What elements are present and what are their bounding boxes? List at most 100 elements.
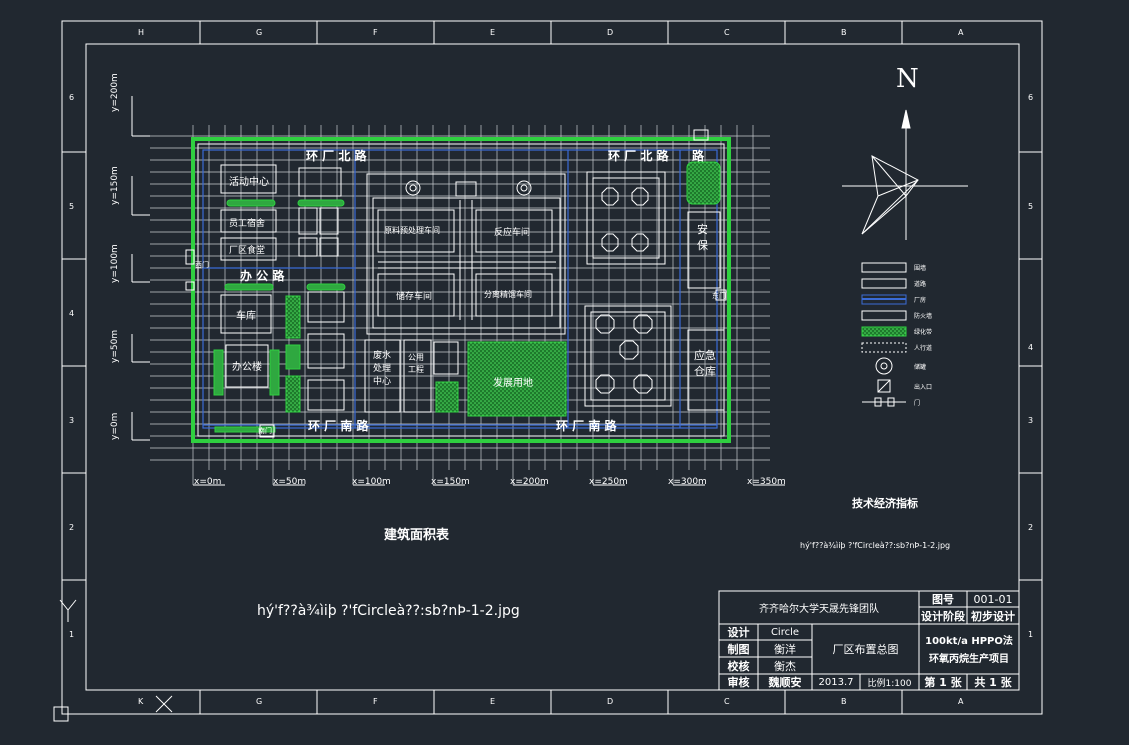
building-reaction[interactable]: 反应车间 — [494, 228, 531, 238]
frame-number-right: 4 — [1028, 343, 1034, 352]
axis-x-label: x=250m — [589, 477, 628, 487]
legend-label: 出入口 — [914, 384, 933, 391]
east-green — [686, 161, 721, 205]
titleblock-team: 齐齐哈尔大学天晟先锋团队 — [759, 604, 879, 615]
legend-label: 储罐 — [914, 364, 927, 371]
tech-index-title: 技术经济指标 — [852, 497, 918, 510]
outer-frame — [61, 20, 1043, 715]
y-axis-markers — [131, 96, 150, 441]
road-lines — [202, 149, 718, 429]
titleblock-scale: 比例1:100 — [867, 678, 912, 689]
corner-marks — [53, 599, 173, 722]
titleblock-date: 2013.7 — [818, 676, 854, 688]
frame-letter-bottom: F — [373, 697, 378, 706]
building-pretreat[interactable]: 原料预处理车间 — [384, 226, 440, 235]
frame-letter-bottom: C — [724, 697, 730, 706]
building-activity-center[interactable]: 活动中心 — [229, 177, 269, 188]
titleblock-phase: 初步设计 — [971, 609, 1015, 623]
road-label-north-right: 环 厂 北 路 — [608, 149, 669, 163]
process-block — [366, 173, 566, 335]
legend-label: 防火墙 — [914, 313, 933, 320]
frame-letter-top: D — [607, 28, 614, 37]
gate-east[interactable]: 东门 — [712, 292, 726, 300]
legend-label: 厂房 — [914, 297, 927, 304]
titleblock-phase-label: 设计阶段 — [921, 609, 965, 623]
building-emergency[interactable]: 应急仓库 — [694, 349, 716, 378]
frame-letter-bottom: A — [958, 697, 964, 706]
building-security[interactable]: 安保 — [697, 223, 708, 252]
frame-number-left: 2 — [69, 523, 75, 532]
frame-number-right: 5 — [1028, 202, 1034, 211]
legend-symbols — [861, 262, 907, 407]
titleblock-drawing-no-label: 图号 — [932, 593, 954, 606]
frame-letter-top: H — [138, 28, 145, 37]
building-separation[interactable]: 分离精馏车间 — [484, 290, 532, 299]
frame-number-left: 4 — [69, 309, 75, 318]
frame-letter-top: F — [373, 28, 378, 37]
east-buildings — [185, 129, 727, 438]
inner-frame — [85, 43, 1020, 691]
titleblock-row-label: 制图 — [727, 642, 750, 656]
titleblock-row-value: Circle — [770, 626, 800, 638]
area-table-title: 建筑面积表 — [384, 528, 450, 543]
titleblock-row-value: 衡洋 — [774, 642, 796, 656]
north-label: N — [896, 64, 919, 94]
gate-south[interactable]: 南门 — [258, 427, 272, 435]
building-garage[interactable]: 车库 — [236, 311, 256, 322]
building-canteen[interactable]: 厂区食堂 — [229, 246, 266, 256]
site-grid-vertical — [192, 125, 754, 485]
road-label-south-right: 环 厂 南 路 — [556, 419, 617, 433]
road-label-east-top: 路 — [692, 149, 705, 163]
titleblock-grid — [718, 590, 1020, 691]
frame-number-left: 5 — [69, 202, 75, 211]
axis-x-label: x=150m — [431, 477, 470, 487]
road-label-office: 办 公 路 — [240, 269, 285, 283]
road-label-north-left: 环 厂 北 路 — [306, 149, 367, 163]
axis-y-label: y=150m — [110, 166, 120, 205]
frame-letter-bottom: B — [841, 697, 847, 706]
titleblock-project-line1: 100kt/a HPPO法 — [925, 635, 1013, 647]
titleblock-row-label: 校核 — [727, 659, 750, 673]
frame-number-left: 6 — [69, 93, 75, 102]
road-label-south-left: 环 厂 南 路 — [308, 419, 369, 433]
building-utility[interactable]: 公用工程 — [408, 353, 424, 374]
legend-label: 围墙 — [914, 265, 927, 272]
titleblock-drawing-title: 厂区布置总图 — [832, 643, 899, 656]
frame-letter-bottom: E — [490, 697, 496, 706]
frame-letter-bottom: D — [607, 697, 614, 706]
legend-label: 人行道 — [914, 345, 933, 352]
frame-letter-bottom: G — [256, 697, 263, 706]
titleblock-row-value: 魏顺安 — [768, 676, 802, 689]
frame-letter-bottom: K — [138, 697, 144, 706]
building-water[interactable]: 废水处理中心 — [373, 351, 392, 387]
building-office[interactable]: 办公楼 — [232, 362, 262, 373]
frame-letter-top: B — [841, 28, 847, 37]
building-storage-workshop[interactable]: 储存车间 — [396, 292, 433, 302]
left-buildings — [220, 164, 459, 413]
titleblock-row-value: 衡杰 — [774, 659, 796, 673]
dev-land-area — [467, 341, 567, 417]
building-dev-land[interactable]: 发展用地 — [493, 378, 533, 389]
axis-y-label: y=100m — [110, 244, 120, 283]
frame-letter-top: C — [724, 28, 730, 37]
gate-west[interactable]: 西门 — [195, 261, 209, 269]
axis-x-label: x=300m — [668, 477, 707, 487]
north-compass — [842, 109, 968, 240]
titleblock-project-line2: 环氧丙烷生产项目 — [929, 653, 1009, 665]
frame-ticks — [62, 21, 1042, 714]
frame-letter-top: E — [490, 28, 496, 37]
frame-letter-top: G — [256, 28, 263, 37]
frame-number-left: 3 — [69, 416, 75, 425]
building-staff-dorm[interactable]: 员工宿舍 — [229, 219, 266, 229]
legend-label: 绿化带 — [914, 329, 933, 336]
axis-x-label: x=200m — [510, 477, 549, 487]
small-green — [435, 381, 459, 413]
axis-x-label: x=50m — [273, 477, 307, 487]
tank-farms — [584, 171, 672, 407]
titleblock-sheet: 第 1 张 — [924, 676, 962, 689]
titleblock-row-label: 审核 — [727, 676, 750, 689]
frame-letter-top: A — [958, 28, 964, 37]
frame-number-left: 1 — [69, 630, 75, 639]
axis-x-label: x=350m — [747, 477, 786, 487]
